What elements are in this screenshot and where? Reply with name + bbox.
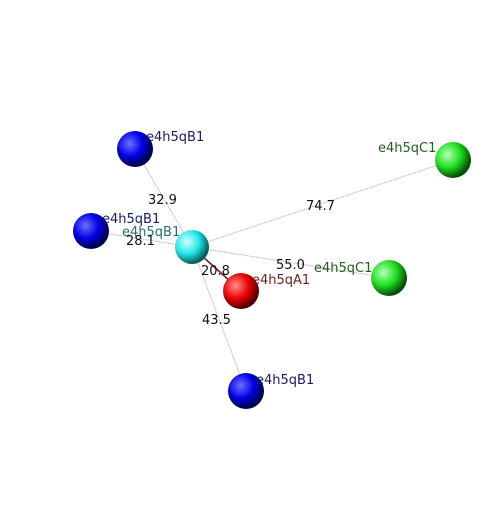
node-label-b_bot: e4h5qB1 [256, 373, 314, 388]
sphere-b_left [73, 213, 109, 249]
distance-label-b_bot: 43.5 [202, 313, 231, 328]
edge-g_mid [191, 246, 390, 279]
node-label-b_left: e4h5qB1 [102, 212, 160, 227]
sphere-c [175, 230, 209, 264]
sphere-b_bot [228, 373, 264, 409]
distance-label-b_top: 32.9 [148, 193, 177, 208]
distance-label-g_top: 74.7 [306, 199, 335, 214]
node-label-red: e4h5qA1 [252, 273, 310, 288]
node-label-c: e4h5qB1 [122, 225, 180, 240]
sphere-g_top [435, 142, 471, 178]
edge-b_bot [191, 246, 247, 392]
node-label-g_mid: e4h5qC1 [314, 261, 372, 276]
distance-label-b_left: 28.1 [126, 234, 155, 249]
sphere-red [223, 273, 259, 309]
sphere-b_top [117, 131, 153, 167]
node-label-g_top: e4h5qC1 [378, 141, 436, 156]
sphere-g_mid [371, 260, 407, 296]
node-label-b_top: e4h5qB1 [146, 130, 204, 145]
edge-b_top [134, 148, 193, 248]
distance-label-g_mid: 55.0 [276, 258, 305, 273]
distance-label-red: 20.8 [201, 264, 230, 279]
